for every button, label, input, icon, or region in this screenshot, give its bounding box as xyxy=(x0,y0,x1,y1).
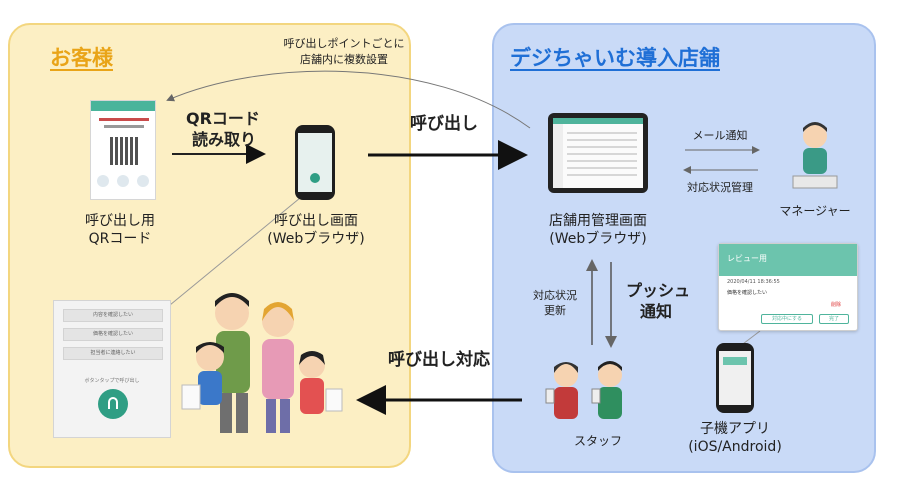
screen-label-2: (Webブラウザ) xyxy=(267,231,365,247)
store-title: デジちゃいむ導入店舗 xyxy=(510,46,720,70)
card-delete[interactable]: 削除 xyxy=(831,302,842,308)
bell-icon xyxy=(108,397,118,409)
call-option-3[interactable]: 担当者に連絡したい xyxy=(63,347,163,360)
call-label: 呼び出し xyxy=(410,114,478,134)
screen-label-1: 呼び出し画面 xyxy=(274,213,358,229)
admin-label-1: 店舗用管理画面 xyxy=(549,213,647,229)
customer-title: お客様 xyxy=(50,46,113,70)
push-label-1: プッシュ xyxy=(626,281,691,300)
call-response-label: 呼び出し対応 xyxy=(388,350,490,370)
qr-label-2: QRコード xyxy=(88,231,152,247)
status-manage-label: 対応状況管理 xyxy=(687,181,753,194)
admin-label-2: (Webブラウザ) xyxy=(549,231,647,247)
call-option-2[interactable]: 価格を確認したい xyxy=(63,328,163,341)
manager-icon xyxy=(792,122,838,189)
card-timestamp: 2020/04/11 18:36:55 xyxy=(727,279,780,285)
card-done-button[interactable]: 完了 xyxy=(819,314,849,324)
customer-phone-image xyxy=(295,125,335,200)
child-app-label-2: (iOS/Android) xyxy=(688,439,782,455)
staff-icon xyxy=(545,361,622,419)
mail-notify-label: メール通知 xyxy=(692,129,748,142)
placement-curve xyxy=(166,70,531,129)
card-message: 価格を確認したい xyxy=(727,290,768,296)
status-update-2: 更新 xyxy=(544,304,566,317)
admin-screen-image xyxy=(548,113,648,193)
phone-connector xyxy=(169,197,301,306)
qr-label-1: 呼び出し用 xyxy=(85,213,155,229)
call-button-hint: ボタンタップで呼び出し xyxy=(84,378,140,384)
child-phone-image xyxy=(716,343,754,413)
placement-note-2: 店舗内に複数設置 xyxy=(300,53,388,66)
push-label-2: 通知 xyxy=(640,302,673,321)
call-button[interactable] xyxy=(98,389,128,419)
qr-poster-image xyxy=(90,100,156,200)
call-ui-panel: 内容を確認したい 価格を確認したい 担当者に連絡したい ボタンタップで呼び出し xyxy=(53,300,171,438)
scan-label-2: 読み取り xyxy=(192,130,257,149)
status-update-1: 対応状況 xyxy=(533,289,577,302)
card-respond-button[interactable]: 対応中にする xyxy=(761,314,813,324)
call-option-1[interactable]: 内容を確認したい xyxy=(63,309,163,322)
staff-label: スタッフ xyxy=(573,434,623,448)
card-title: レビュー用 xyxy=(719,244,857,276)
scan-label-1: QRコード xyxy=(186,109,260,128)
placement-note-1: 呼び出しポイントごとに xyxy=(283,37,405,50)
notification-card: レビュー用 2020/04/11 18:36:55 価格を確認したい 削除 対応… xyxy=(718,243,858,331)
family-illustration xyxy=(181,293,343,433)
child-app-label-1: 子機アプリ xyxy=(700,421,770,437)
qr-code-icon xyxy=(110,137,138,165)
manager-label: マネージャー xyxy=(779,204,851,218)
